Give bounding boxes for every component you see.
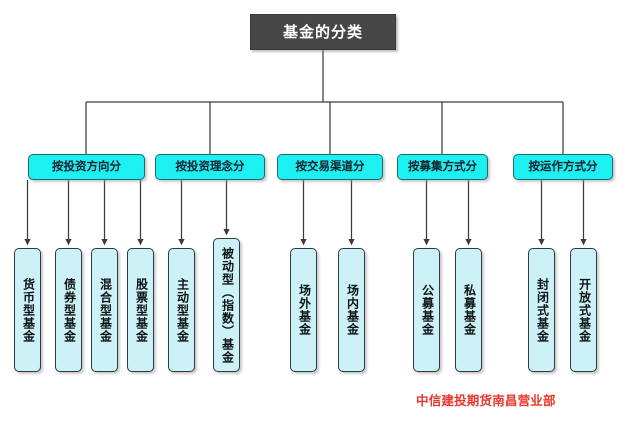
leaf-node-equity-fund: 股票型基金 <box>127 248 154 372</box>
category-node-operation-method: 按运作方式分 <box>513 154 613 180</box>
category-node-label: 按运作方式分 <box>528 159 598 174</box>
leaf-node-open-end-fund: 开放式基金 <box>570 248 597 372</box>
leaf-node-label: 公募基金 <box>420 284 435 336</box>
footer-credit: 中信建投期货南昌营业部 <box>416 393 556 408</box>
leaf-node-label: 私募基金 <box>462 284 477 336</box>
leaf-node-public-fund: 公募基金 <box>413 248 440 372</box>
leaf-node-hybrid-fund: 混合型基金 <box>91 248 118 372</box>
leaf-node-bond-fund: 债券型基金 <box>55 248 82 372</box>
category-node-label: 按投资理念分 <box>175 159 245 174</box>
leaf-node-label: 货币型基金 <box>21 277 36 343</box>
root-node-label: 基金的分类 <box>282 22 363 41</box>
leaf-node-label: 场内基金 <box>345 284 360 336</box>
leaf-node-passive-index-fund: 被动型（指数）基金 <box>213 238 240 372</box>
leaf-node-label: 封闭式基金 <box>535 277 550 343</box>
category-node-label: 按募集方式分 <box>408 159 477 174</box>
category-node-investment-philosophy: 按投资理念分 <box>155 154 265 180</box>
category-node-label: 按交易渠道分 <box>295 159 365 174</box>
category-node-fundraising-method: 按募集方式分 <box>397 154 488 180</box>
leaf-node-label: 开放式基金 <box>577 277 592 343</box>
leaf-node-otc-fund: 场外基金 <box>290 248 317 372</box>
leaf-node-label: 混合型基金 <box>98 277 113 343</box>
leaf-node-private-fund: 私募基金 <box>455 248 482 372</box>
leaf-node-closed-end-fund: 封闭式基金 <box>528 248 555 372</box>
leaf-node-label: 被动型（指数）基金 <box>220 246 235 364</box>
leaf-node-label: 股票型基金 <box>134 277 149 343</box>
category-node-trading-channel: 按交易渠道分 <box>277 154 383 180</box>
category-node-investment-direction: 按投资方向分 <box>28 154 145 180</box>
category-node-label: 按投资方向分 <box>52 159 121 174</box>
leaf-node-active-fund: 主动型基金 <box>168 248 195 372</box>
leaf-node-label: 主动型基金 <box>175 277 190 343</box>
root-node: 基金的分类 <box>250 14 396 50</box>
leaf-node-label: 债券型基金 <box>62 277 77 343</box>
leaf-node-exchange-traded-fund: 场内基金 <box>338 248 365 372</box>
leaf-node-money-market-fund: 货币型基金 <box>14 248 41 372</box>
leaf-node-label: 场外基金 <box>297 284 312 336</box>
